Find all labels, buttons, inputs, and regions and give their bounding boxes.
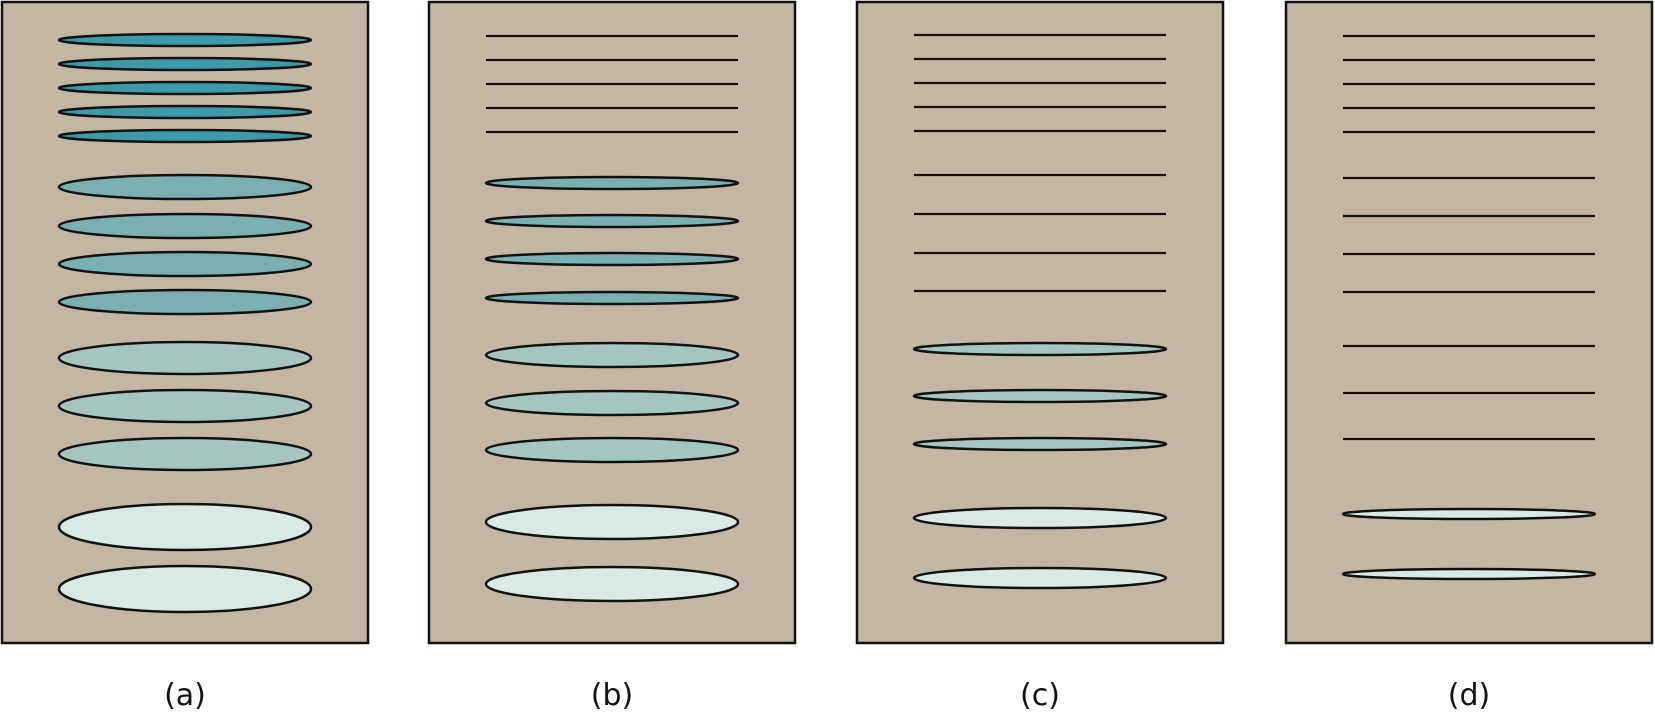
layer-ellipse-dark xyxy=(57,80,313,96)
layer-ellipse-light xyxy=(57,388,313,424)
layer-ellipse-medium xyxy=(484,251,740,267)
layer-ellipse-medium xyxy=(57,212,313,240)
layer-ellipse-medium xyxy=(484,290,740,306)
panel-c: (c) xyxy=(855,0,1225,713)
layer-ellipse-pale xyxy=(1341,507,1597,521)
layer-ellipse-light xyxy=(57,340,313,376)
panel-label: (c) xyxy=(1020,678,1060,713)
panel-background xyxy=(427,0,797,645)
layer-ellipse-medium xyxy=(484,213,740,229)
layer-ellipse-pale xyxy=(1341,567,1597,581)
layer-ellipse-pale xyxy=(57,564,313,614)
layer-ellipse-pale xyxy=(484,565,740,603)
layer-ellipse-medium xyxy=(57,288,313,316)
layer-ellipse-light xyxy=(484,389,740,417)
layer-ellipse-dark xyxy=(57,104,313,120)
layer-ellipse-light xyxy=(912,388,1168,404)
layer-ellipse-medium xyxy=(57,250,313,278)
layer-ellipse-pale xyxy=(484,503,740,541)
layer-ellipse-dark xyxy=(57,32,313,48)
panel-b: (b) xyxy=(427,0,797,713)
layer-ellipse-pale xyxy=(57,502,313,552)
panel-a: (a) xyxy=(0,0,370,713)
layer-ellipse-medium xyxy=(57,173,313,201)
layer-ellipse-pale xyxy=(912,566,1168,590)
layer-ellipse-pale xyxy=(912,506,1168,530)
panel-label: (d) xyxy=(1448,678,1490,713)
panel-label: (b) xyxy=(591,678,633,713)
layer-ellipse-light xyxy=(912,341,1168,357)
panel-background xyxy=(1284,0,1654,645)
layer-ellipse-dark xyxy=(57,56,313,72)
layer-ellipse-dark xyxy=(57,128,313,144)
layer-ellipse-light xyxy=(57,436,313,472)
panel-d: (d) xyxy=(1284,0,1654,713)
layer-ellipse-light xyxy=(484,341,740,369)
panel-background xyxy=(855,0,1225,645)
panel-label: (a) xyxy=(164,678,206,713)
layer-ellipse-light xyxy=(484,436,740,464)
layer-ellipse-light xyxy=(912,436,1168,452)
layer-ellipse-medium xyxy=(484,175,740,191)
